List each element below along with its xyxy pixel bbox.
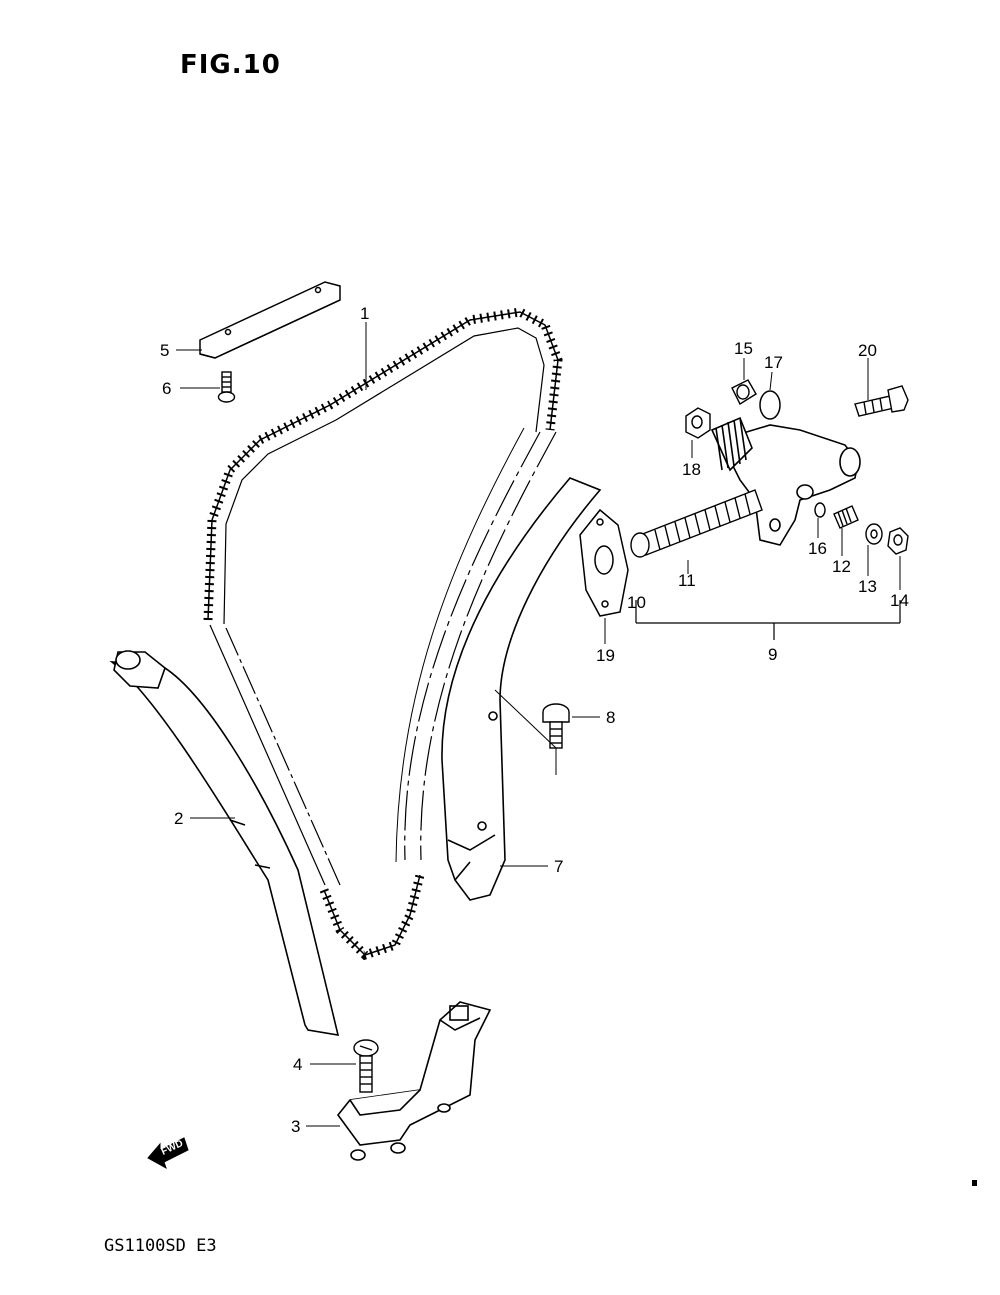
figure-title: FIG.10 [180, 50, 281, 80]
tensioner-pushrod [630, 489, 763, 558]
callout-20: 20 [858, 341, 877, 360]
callout-17: 17 [764, 353, 783, 372]
callout-19: 19 [596, 646, 615, 665]
leader-lines [176, 322, 901, 1127]
fwd-arrow-icon: FWD [147, 1137, 189, 1170]
callout-7: 7 [554, 857, 563, 876]
tensioner-body [710, 416, 861, 546]
tensioner-gasket [579, 508, 629, 617]
callout-5: 5 [160, 341, 169, 360]
cap-18 [685, 407, 711, 439]
callout-18: 18 [682, 460, 701, 479]
callout-14: 14 [890, 591, 909, 610]
callout-11: 11 [678, 571, 696, 590]
o-ring-17 [759, 390, 781, 420]
callout-4: 4 [293, 1055, 302, 1074]
callout-13: 13 [858, 577, 877, 596]
bolt-20 [854, 385, 909, 417]
nut-14 [887, 527, 909, 555]
callout-10: 10 [627, 593, 646, 612]
chain-guide-plate [199, 281, 341, 359]
callout-12: 12 [832, 557, 851, 576]
washer-13 [865, 523, 883, 545]
page-marker [972, 1180, 977, 1186]
callout-2: 2 [174, 809, 183, 828]
assembly-bracket-9 [635, 600, 901, 640]
spring-holder-15 [731, 379, 757, 406]
holder-screw [353, 1039, 379, 1093]
callout-3: 3 [291, 1117, 300, 1136]
callout-9: 9 [768, 645, 777, 664]
callout-15: 15 [734, 339, 753, 358]
callout-6: 6 [162, 379, 171, 398]
callout-8: 8 [606, 708, 615, 727]
cam-chain [203, 307, 563, 961]
callout-16: 16 [808, 539, 827, 558]
set-screw-12 [833, 505, 859, 529]
o-ring-16 [814, 502, 826, 518]
tensioner-chain-guide [441, 477, 602, 901]
callout-labels: 1 2 3 4 5 6 7 8 9 10 11 12 13 14 15 16 1… [160, 304, 909, 1136]
guide-screw [217, 371, 236, 403]
guide-holder [336, 1001, 492, 1161]
front-chain-guide [109, 650, 340, 1036]
guide-bolt [542, 703, 570, 749]
callout-1: 1 [360, 304, 369, 323]
model-code: GS1100SD E3 [104, 1236, 217, 1256]
bolt-reference-lines [494, 689, 557, 775]
